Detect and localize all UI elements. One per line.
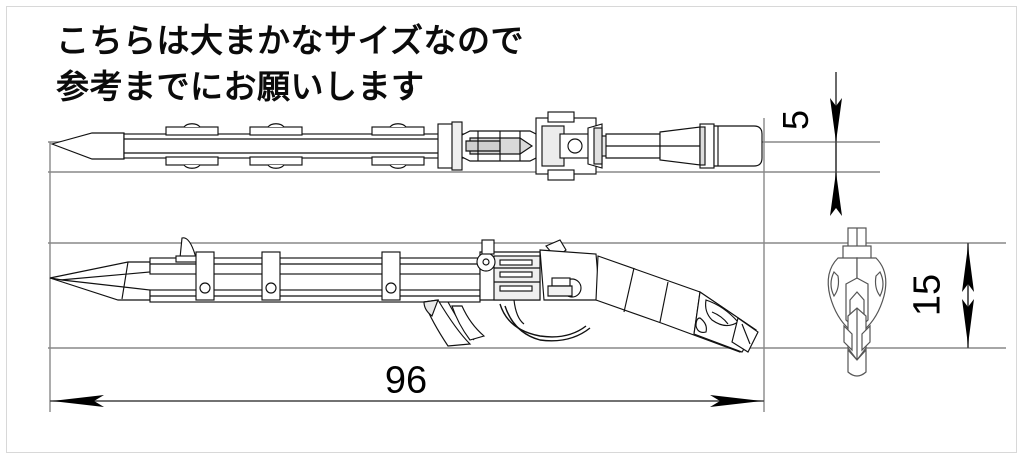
dimension-5 <box>830 72 842 216</box>
side-view-rifle <box>49 237 759 353</box>
dimension-label-5: 5 <box>775 109 816 131</box>
dimension-label-15: 15 <box>906 273 949 317</box>
dimension-15 <box>962 243 974 348</box>
front-view-cross-section <box>827 227 887 377</box>
top-view-rifle <box>50 111 763 181</box>
annotation-note: こちらは大まかなサイズなので 参考までにお願いします <box>56 21 525 106</box>
dimension-label-96: 96 <box>384 359 428 402</box>
dimension-96 <box>50 395 764 407</box>
